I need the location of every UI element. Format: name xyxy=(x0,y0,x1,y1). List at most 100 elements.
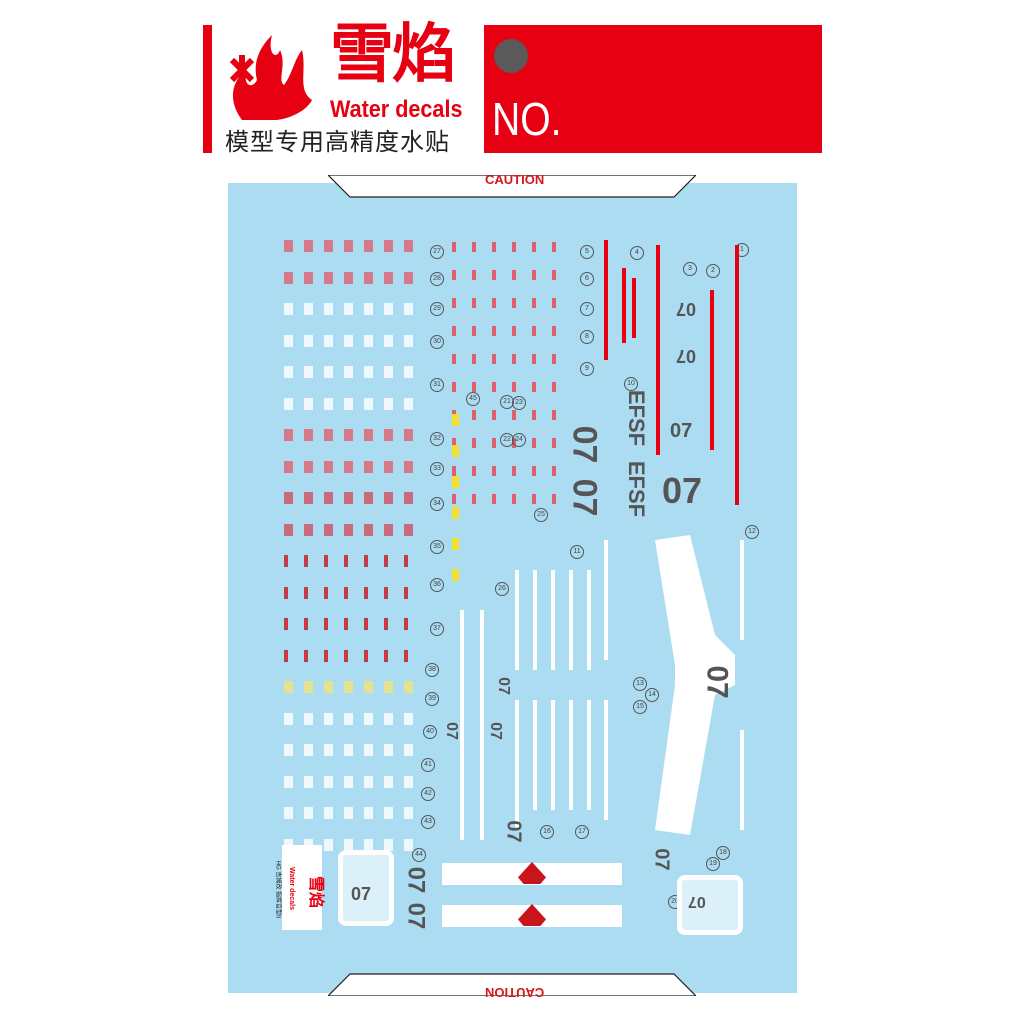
snow-flame-logo-icon xyxy=(229,35,312,120)
red-stripe xyxy=(604,240,608,360)
small-decal xyxy=(452,494,456,504)
part-number-circle: 24 xyxy=(512,433,526,447)
small-decal xyxy=(284,303,293,315)
small-decal xyxy=(284,366,293,378)
white-stripe xyxy=(533,570,537,670)
small-decal xyxy=(404,460,413,473)
small-decal xyxy=(304,271,313,284)
efsf-label: EFSF xyxy=(624,389,650,447)
small-decal xyxy=(552,270,556,280)
white-stripe xyxy=(515,570,519,670)
small-decal xyxy=(364,618,368,630)
yellow-decal xyxy=(452,414,459,426)
small-decal xyxy=(324,303,333,315)
small-decal xyxy=(284,586,288,599)
part-number-circle: 38 xyxy=(425,663,439,677)
part-number-circle: 34 xyxy=(430,497,444,511)
small-decal xyxy=(512,354,516,364)
part-number-circle: 3 xyxy=(683,262,697,276)
small-decal xyxy=(384,271,393,284)
small-decal xyxy=(552,494,556,504)
small-decal xyxy=(324,555,328,567)
small-decal xyxy=(472,438,476,448)
caution-top: CAUTION xyxy=(485,172,545,187)
small-decal xyxy=(344,807,353,819)
white-stripe xyxy=(460,610,464,840)
small-decal xyxy=(304,712,313,725)
small-decal xyxy=(532,326,536,336)
small-decal xyxy=(324,429,333,441)
small-decal xyxy=(304,460,313,473)
small-decal xyxy=(324,271,333,284)
window-label: 07 xyxy=(351,884,372,904)
small-decal xyxy=(404,681,413,693)
small-decal xyxy=(324,366,333,378)
small-decal xyxy=(512,326,516,336)
small-decal xyxy=(404,240,413,252)
small-decal xyxy=(492,438,496,448)
small-decal xyxy=(552,354,556,364)
small-decal xyxy=(364,712,373,725)
small-decal xyxy=(552,438,556,448)
part-number-circle: 35 xyxy=(430,540,444,554)
small-decal xyxy=(404,586,408,599)
small-decal xyxy=(344,838,353,851)
small-decal xyxy=(324,334,333,347)
small-decal xyxy=(492,494,496,504)
small-decal xyxy=(512,410,516,420)
small-decal xyxy=(552,382,556,392)
small-decal xyxy=(492,242,496,252)
efsf-label: EFSF xyxy=(624,460,650,518)
small-decal xyxy=(284,334,293,347)
small-decal xyxy=(384,366,393,378)
small-decal xyxy=(552,466,556,476)
part-number-circle: 18 xyxy=(716,846,730,860)
small-decal xyxy=(344,492,353,504)
small-decal xyxy=(304,240,313,252)
grey-dot xyxy=(494,39,528,73)
small-decal xyxy=(304,744,313,756)
part-number-circle: 36 xyxy=(430,578,444,592)
white-stripe xyxy=(740,540,744,640)
part-number-circle: 17 xyxy=(575,825,589,839)
small-decal xyxy=(324,492,333,504)
yellow-decal xyxy=(452,445,459,457)
mini-brand: 雪焰 xyxy=(307,875,325,909)
window-decal xyxy=(677,875,743,935)
small-decal xyxy=(472,242,476,252)
small-decal xyxy=(512,270,516,280)
small-decal xyxy=(512,298,516,308)
small-decal xyxy=(364,366,373,378)
part-number-circle: 4 xyxy=(630,246,644,260)
number-07: 07 xyxy=(676,346,697,366)
small-decal xyxy=(404,712,413,725)
small-decal xyxy=(344,303,353,315)
small-decal xyxy=(344,775,353,788)
part-number-circle: 41 xyxy=(421,758,435,772)
yellow-decal xyxy=(452,507,459,519)
small-decal xyxy=(384,555,388,567)
small-decal xyxy=(304,429,313,441)
small-decal xyxy=(532,494,536,504)
part-number-circle: 10 xyxy=(624,377,638,391)
small-decal xyxy=(532,410,536,420)
mini-logo-text: HG 吉姆改 指挥官型II xyxy=(274,860,281,919)
small-decal xyxy=(384,618,388,630)
small-decal xyxy=(404,838,413,851)
number-07: 07 xyxy=(700,665,734,699)
small-decal xyxy=(512,466,516,476)
number-07: 07 xyxy=(502,820,525,843)
small-decal xyxy=(344,555,348,567)
small-decal xyxy=(324,775,333,788)
small-decal xyxy=(284,649,288,662)
small-decal xyxy=(384,334,393,347)
small-decal xyxy=(452,242,456,252)
small-decal xyxy=(344,618,348,630)
small-decal xyxy=(404,555,408,567)
small-decal xyxy=(532,438,536,448)
small-decal xyxy=(384,712,393,725)
small-decal xyxy=(344,712,353,725)
part-number-circle: 37 xyxy=(430,622,444,636)
small-decal xyxy=(324,649,328,662)
small-decal xyxy=(452,382,456,392)
